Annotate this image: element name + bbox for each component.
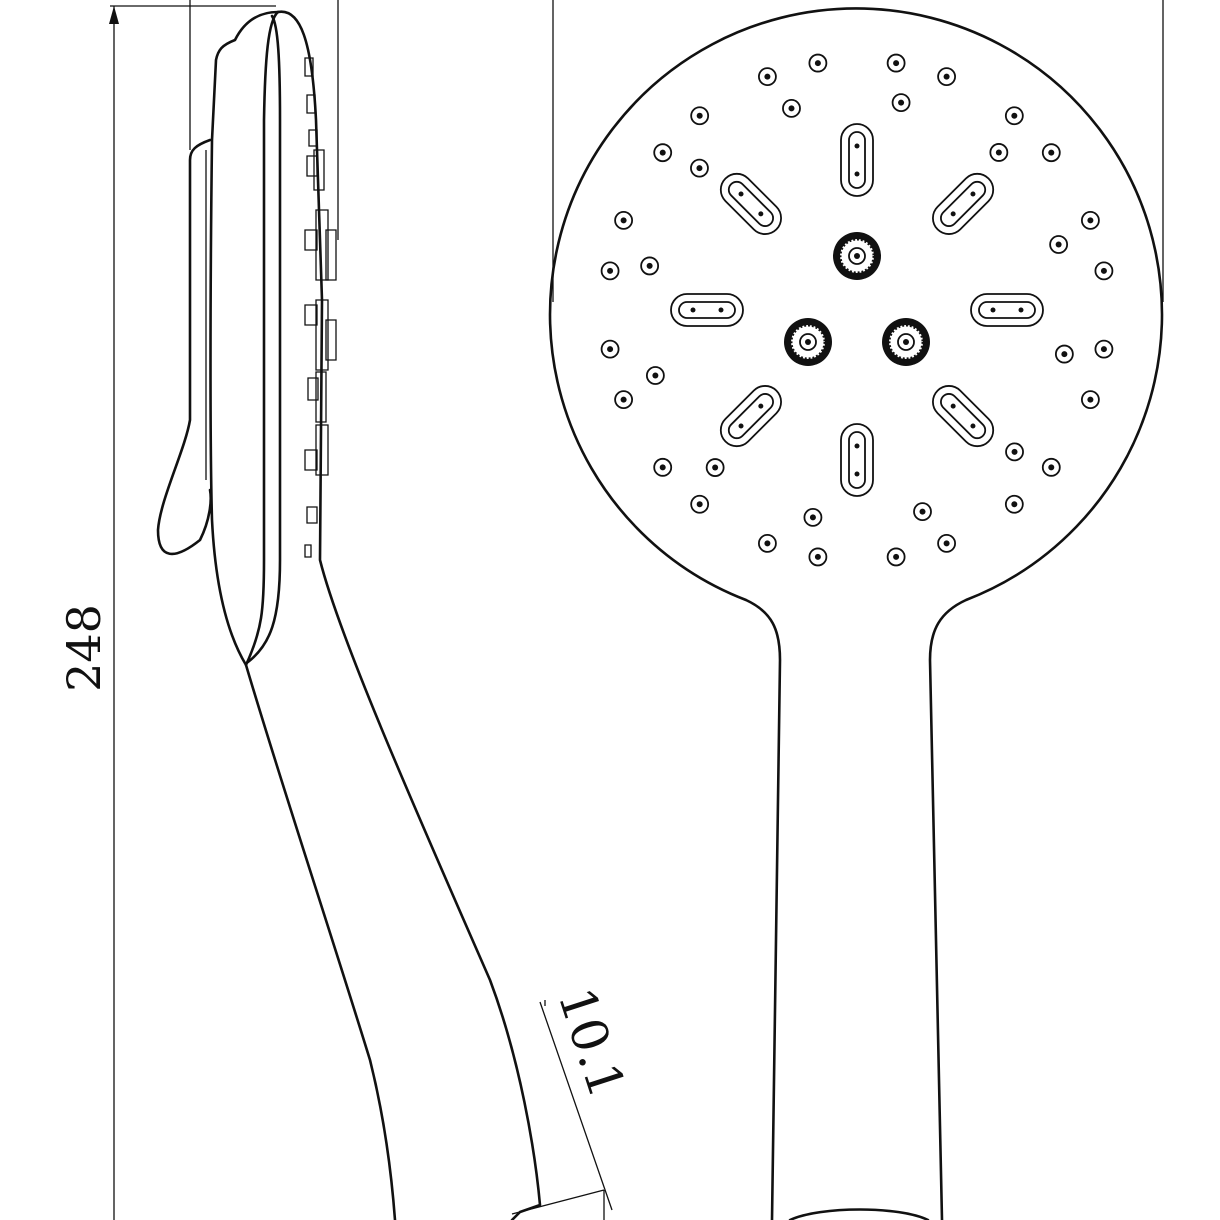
front-center-nozzles — [784, 232, 930, 366]
center-nozzle — [833, 232, 881, 280]
slot-nozzle — [932, 385, 995, 448]
nozzle-outer — [758, 533, 777, 553]
side-face-plate — [246, 14, 282, 664]
dimension-overall-length-label: 248 — [57, 604, 111, 692]
nozzle-inner — [782, 98, 801, 118]
nozzle-outer — [600, 261, 620, 281]
side-handle-outline — [276, 10, 542, 1220]
nozzle-outer — [690, 494, 710, 514]
nozzle-outer — [653, 143, 673, 163]
slot-nozzle — [840, 423, 874, 497]
nozzle-outer — [1080, 211, 1100, 230]
side-hook — [156, 138, 212, 556]
front-outline — [548, 7, 1164, 1220]
side-nozzles — [304, 57, 337, 558]
nozzle-outer — [614, 211, 634, 230]
nozzle-inner — [803, 507, 823, 527]
nozzle-outer — [886, 53, 906, 73]
nozzle-outer — [1004, 106, 1024, 126]
slot-nozzle — [719, 172, 782, 235]
nozzle-inner — [913, 502, 932, 522]
nozzle-inner — [690, 158, 709, 178]
slot-nozzle — [670, 293, 744, 327]
nozzle-inner — [1005, 442, 1024, 462]
side-handle-inner-outline — [244, 10, 397, 1220]
slot-nozzle — [840, 123, 874, 197]
center-nozzle — [784, 318, 832, 366]
nozzle-outer — [808, 547, 828, 567]
side-head-back — [209, 10, 280, 667]
nozzle-outer — [653, 457, 673, 477]
front-nozzles — [600, 53, 1114, 567]
front-handle-end — [788, 1208, 930, 1220]
side-view — [156, 10, 542, 1220]
nozzle-inner — [645, 366, 665, 385]
nozzle-inner — [891, 93, 911, 113]
nozzle-outer — [1004, 494, 1024, 514]
center-nozzle — [882, 318, 930, 366]
dimension-handle-offset: 10.1 — [511, 981, 637, 1220]
nozzle-inner — [1054, 344, 1074, 364]
nozzle-outer — [614, 390, 634, 409]
nozzle-outer — [886, 547, 906, 567]
slot-nozzle — [719, 385, 782, 448]
nozzle-inner — [1049, 235, 1069, 254]
nozzle-outer — [808, 53, 828, 73]
nozzle-outer — [758, 67, 777, 87]
front-view — [548, 0, 1164, 1220]
nozzle-outer — [1094, 339, 1114, 359]
nozzle-outer — [690, 106, 710, 126]
dimension-overall-length: 248 — [57, 0, 339, 1220]
nozzle-outer — [600, 339, 620, 359]
nozzle-inner — [640, 256, 660, 276]
slot-nozzle — [932, 172, 995, 235]
nozzle-inner — [705, 458, 725, 477]
nozzle-outer — [1080, 390, 1100, 409]
nozzle-outer — [1094, 261, 1114, 281]
nozzle-outer — [937, 67, 956, 87]
nozzle-outer — [937, 533, 956, 553]
dimension-handle-offset-label: 10.1 — [547, 981, 637, 1105]
front-slot-nozzles — [670, 123, 1044, 497]
nozzle-outer — [1041, 457, 1061, 477]
nozzle-inner — [989, 143, 1009, 162]
nozzle-outer — [1041, 143, 1061, 163]
slot-nozzle — [970, 293, 1044, 327]
